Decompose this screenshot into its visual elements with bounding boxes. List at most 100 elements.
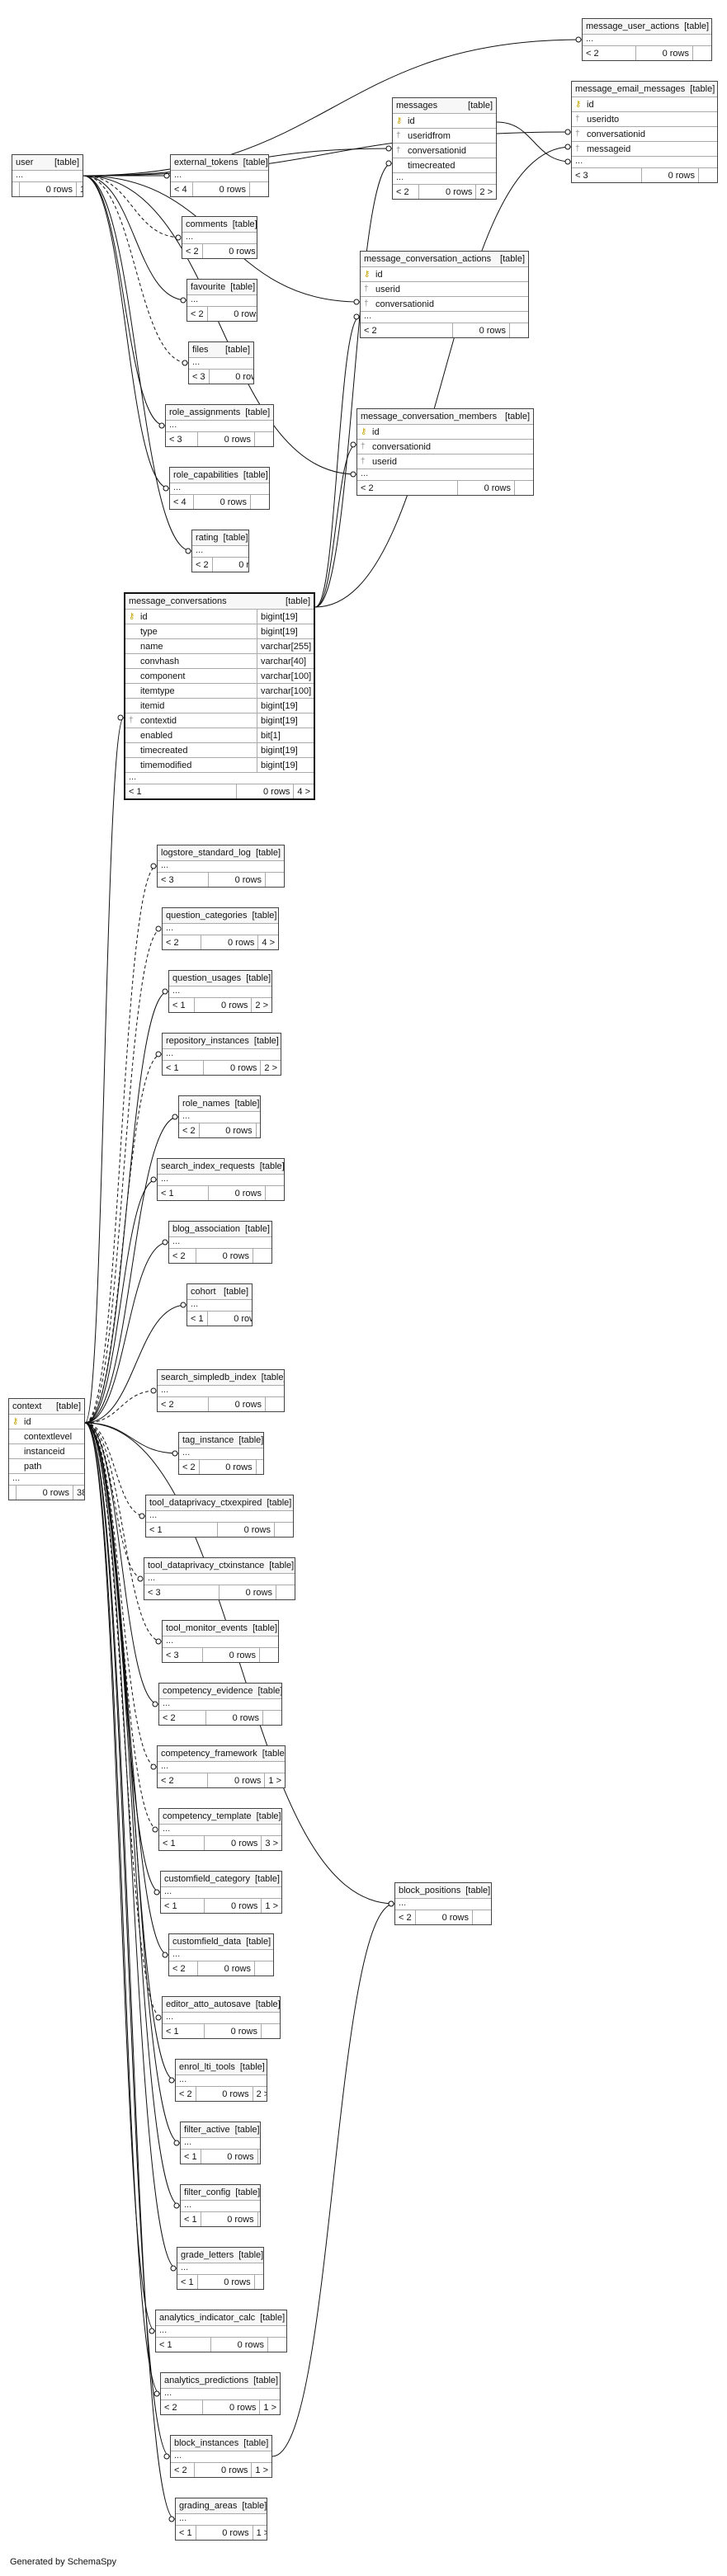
children-count[interactable] — [261, 2024, 280, 2038]
children-count[interactable] — [253, 1249, 271, 1263]
children-count[interactable] — [509, 323, 528, 337]
table-name[interactable]: blog_association — [172, 1224, 240, 1234]
parents-count[interactable]: < 2 — [163, 1713, 176, 1723]
table-name[interactable]: files — [192, 345, 209, 355]
parents-count[interactable]: < 3 — [148, 1588, 161, 1598]
table-name[interactable]: analytics_predictions — [164, 2376, 249, 2385]
table-name[interactable]: messages — [396, 101, 438, 111]
table-message-conversation-actions[interactable]: message_conversation_actions[table]⚷id†u… — [360, 251, 529, 338]
parents-count[interactable]: < 2 — [396, 187, 409, 197]
table-name[interactable]: logstore_standard_log — [161, 848, 251, 858]
column-row[interactable]: †conversationid — [357, 439, 533, 454]
parents-count[interactable]: < 2 — [586, 49, 599, 59]
children-count[interactable] — [267, 2338, 286, 2352]
table-name[interactable]: competency_evidence — [163, 1686, 253, 1696]
parents-count[interactable]: < 1 — [164, 1901, 177, 1911]
children-count[interactable] — [253, 2275, 263, 2289]
column-row[interactable]: ⚷id — [9, 1414, 84, 1429]
parents-count[interactable]: < 2 — [361, 483, 374, 493]
children-count[interactable] — [514, 481, 533, 495]
table-name[interactable]: question_categories — [166, 911, 248, 921]
parents-count[interactable]: < 2 — [172, 1251, 186, 1261]
children-count[interactable] — [262, 1711, 281, 1725]
column-row[interactable]: ⚷id — [393, 113, 496, 128]
table-name[interactable]: message_email_messages — [575, 84, 686, 94]
children-count[interactable]: 1 > — [264, 1773, 285, 1787]
table-name[interactable]: filter_config — [184, 2187, 231, 2197]
children-count[interactable]: 2 > — [475, 185, 496, 199]
parents-count[interactable]: < 1 — [181, 2277, 194, 2287]
table-name[interactable]: customfield_data — [172, 1937, 242, 1947]
parents-count[interactable]: < 3 — [161, 875, 174, 885]
table-name[interactable]: repository_instances — [166, 1036, 249, 1046]
parents-count[interactable]: < 1 — [161, 1189, 174, 1199]
table-name[interactable]: competency_template — [163, 1811, 252, 1821]
table-rating[interactable]: rating[table]...< 20 rows — [191, 530, 249, 572]
children-count[interactable]: 2 > — [252, 2087, 267, 2101]
table-name[interactable]: user — [16, 158, 34, 167]
column-row[interactable]: ⚷id — [361, 266, 528, 281]
table-name[interactable]: competency_framework — [161, 1749, 257, 1759]
column-row[interactable]: †useridto — [572, 111, 717, 126]
table-name[interactable]: search_simpledb_index — [161, 1373, 257, 1382]
table-user[interactable]: user[table]...0 rows109 > — [12, 154, 83, 197]
parents-count[interactable]: < 2 — [399, 1913, 412, 1923]
children-count[interactable] — [265, 873, 284, 887]
column-row[interactable]: ⚷id — [572, 97, 717, 111]
parents-count[interactable]: < 1 — [166, 2027, 179, 2037]
column-row[interactable]: †conversationid — [393, 143, 496, 158]
table-name[interactable]: tool_dataprivacy_ctxinstance — [148, 1561, 265, 1571]
parents-count[interactable]: < 4 — [173, 497, 186, 507]
parents-count[interactable]: < 1 — [129, 787, 142, 797]
table-name[interactable]: external_tokens — [174, 158, 238, 167]
table-name[interactable]: tool_dataprivacy_ctxexpired — [149, 1498, 262, 1508]
children-count[interactable] — [274, 1523, 293, 1537]
column-row[interactable]: †messageid — [572, 141, 717, 156]
parents-count[interactable]: < 2 — [179, 2089, 192, 2099]
parents-count[interactable]: < 2 — [182, 1462, 196, 1472]
table-name[interactable]: comments — [186, 219, 228, 229]
parents-count[interactable]: < 1 — [172, 1001, 186, 1010]
children-count[interactable] — [692, 46, 711, 60]
parents-count[interactable]: < 2 — [164, 2403, 177, 2413]
parents-count[interactable]: < 1 — [191, 1314, 204, 1324]
table-name[interactable]: enrol_lti_tools — [179, 2062, 235, 2072]
children-count[interactable]: 38 > — [73, 1486, 84, 1500]
table-message-email-messages[interactable]: message_email_messages[table]⚷id†useridt… — [571, 81, 718, 183]
parents-count[interactable]: < 2 — [191, 309, 204, 319]
table-name[interactable]: message_conversation_members — [361, 412, 498, 421]
children-count[interactable]: 4 > — [293, 784, 314, 798]
table-name[interactable]: tag_instance — [182, 1435, 234, 1445]
parents-count[interactable]: < 2 — [174, 2465, 187, 2475]
parents-count[interactable]: < 1 — [163, 1839, 176, 1848]
children-count[interactable]: 2 > — [251, 998, 271, 1012]
table-name[interactable]: grade_letters — [181, 2250, 234, 2260]
column-row[interactable]: ⚷id — [357, 424, 533, 439]
